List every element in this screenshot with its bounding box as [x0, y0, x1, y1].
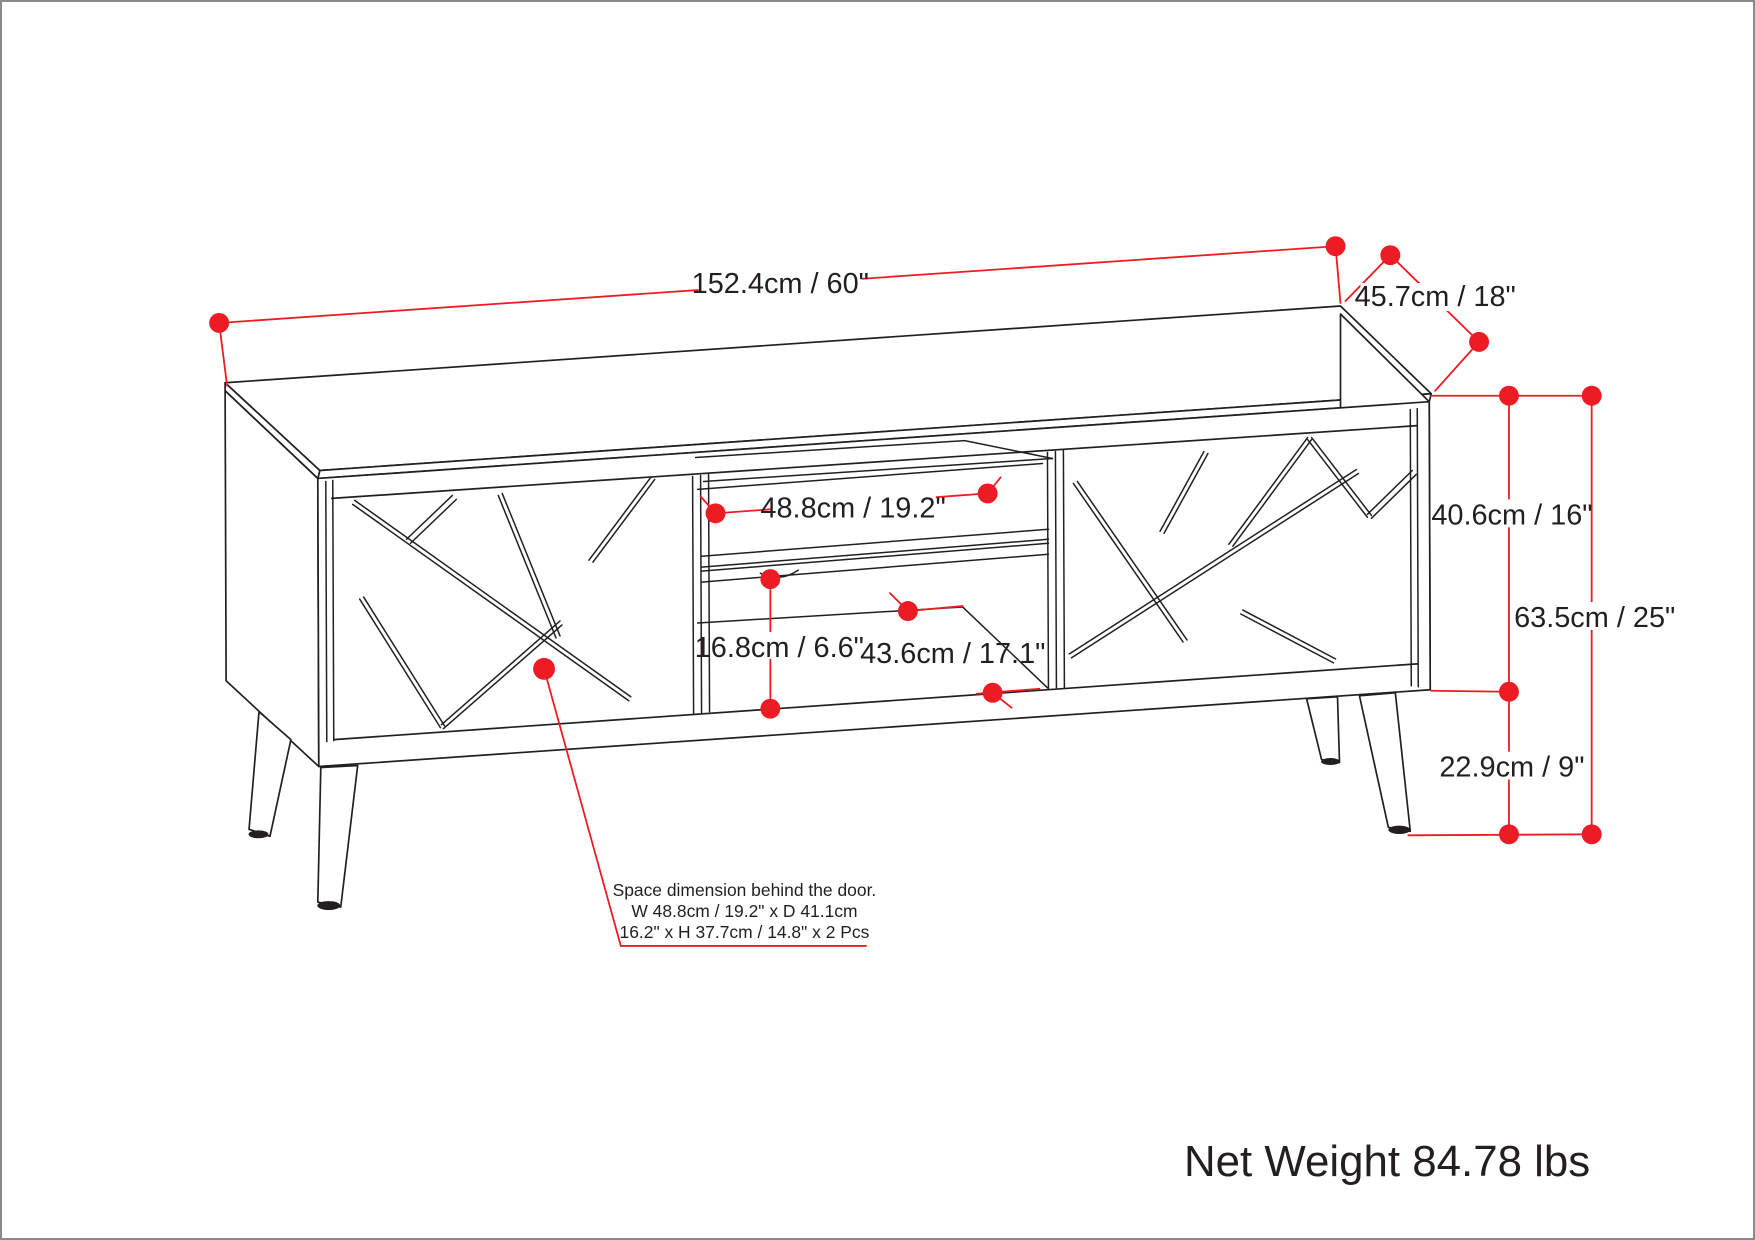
label-masks: [698, 269, 1669, 780]
right-door-pattern: [1068, 436, 1418, 664]
door-annotation-dot: [533, 657, 556, 680]
legs: [248, 691, 1412, 911]
dim-opening-width-label: 43.6cm / 17.1": [860, 638, 1045, 670]
front-right-leg: [1358, 691, 1412, 833]
back-right-foot: [1321, 758, 1341, 766]
middle-compartment: [694, 439, 1058, 714]
dim-leg-height-label: 22.9cm / 9": [1439, 751, 1584, 783]
dim-shelf-width-label: 48.8cm / 19.2": [760, 492, 945, 524]
annotation-line-3: 16.2" x H 37.7cm / 14.8" x 2 Pcs: [620, 922, 870, 942]
door-space-annotation: Space dimension behind the door. W 48.8c…: [613, 880, 877, 942]
back-left-foot: [248, 830, 269, 839]
dim-width-label: 152.4cm / 60": [692, 268, 869, 300]
cabinet-outline: [224, 305, 1433, 768]
front-left-leg: [316, 764, 359, 908]
front-right-foot: [1388, 825, 1411, 835]
dim-depth-label: 45.7cm / 18": [1355, 281, 1516, 313]
annotation-line-1: Space dimension behind the door.: [613, 880, 877, 900]
left-door-pattern: [351, 476, 656, 730]
front-left-foot: [317, 901, 341, 911]
annotation-line-2: W 48.8cm / 19.2" x D 41.1cm: [631, 901, 857, 921]
dim-shelf-gap-label: 16.8cm / 6.6": [695, 632, 864, 664]
back-left-leg: [248, 710, 292, 838]
net-weight-label: Net Weight 84.78 lbs: [1184, 1137, 1590, 1186]
dimension-labels: 152.4cm / 60" 45.7cm / 18" 40.6cm / 16" …: [692, 268, 1676, 783]
back-right-leg: [1305, 695, 1341, 764]
dimension-dots: [209, 236, 1602, 845]
dim-cabinet-height-label: 40.6cm / 16": [1431, 499, 1592, 531]
dim-total-height-label: 63.5cm / 25": [1514, 602, 1675, 634]
